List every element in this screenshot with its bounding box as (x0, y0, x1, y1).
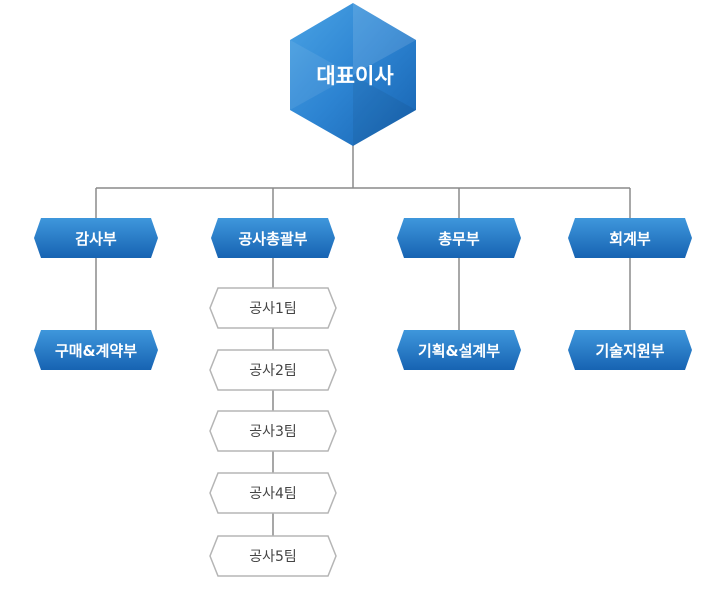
department-construction: 공사총괄부 (211, 218, 335, 258)
ceo-label: 대표이사 (316, 64, 394, 88)
team-2-label: 공사2팀 (249, 363, 297, 379)
ceo-hexagon-facet (353, 3, 416, 75)
team-2: 공사2팀 (209, 349, 337, 391)
ceo-node: 대표이사 (290, 3, 416, 146)
ceo-hexagon-facet-2 (290, 40, 353, 110)
team-4-box (209, 472, 337, 514)
department-general-box (397, 218, 521, 258)
team-3: 공사3팀 (209, 410, 337, 452)
ceo-hexagon-facet-3 (353, 75, 416, 146)
sub-department-planning: 기획&설계부 (397, 330, 521, 370)
department-accounting-label: 회계부 (609, 230, 651, 248)
department-audit-label: 감사부 (75, 230, 117, 248)
department-accounting-box (568, 218, 692, 258)
team-3-box (209, 410, 337, 452)
sub-department-purchasing-box (34, 330, 158, 370)
sub-department-purchasing-label: 구매&계약부 (55, 342, 137, 360)
sub-department-purchasing: 구매&계약부 (34, 330, 158, 370)
department-general-label: 총무부 (438, 230, 480, 248)
department-audit: 감사부 (34, 218, 158, 258)
sub-department-tech-support: 기술지원부 (568, 330, 692, 370)
sub-department-tech-support-box (568, 330, 692, 370)
team-1-box (209, 287, 337, 329)
sub-department-planning-label: 기획&설계부 (418, 342, 500, 360)
department-general: 총무부 (397, 218, 521, 258)
team-5-box (209, 535, 337, 577)
connectors (95, 145, 631, 538)
department-accounting: 회계부 (568, 218, 692, 258)
team-3-label: 공사3팀 (249, 424, 297, 440)
department-construction-box (211, 218, 335, 258)
department-construction-label: 공사총괄부 (238, 230, 307, 248)
team-5: 공사5팀 (209, 535, 337, 577)
sub-department-tech-support-label: 기술지원부 (595, 342, 664, 360)
sub-department-planning-box (397, 330, 521, 370)
team-1-label: 공사1팀 (249, 301, 297, 317)
department-audit-box (34, 218, 158, 258)
team-5-label: 공사5팀 (249, 549, 297, 565)
ceo-hexagon (290, 3, 416, 146)
team-2-box (209, 349, 337, 391)
team-1: 공사1팀 (209, 287, 337, 329)
team-4: 공사4팀 (209, 472, 337, 514)
team-4-label: 공사4팀 (249, 486, 297, 502)
